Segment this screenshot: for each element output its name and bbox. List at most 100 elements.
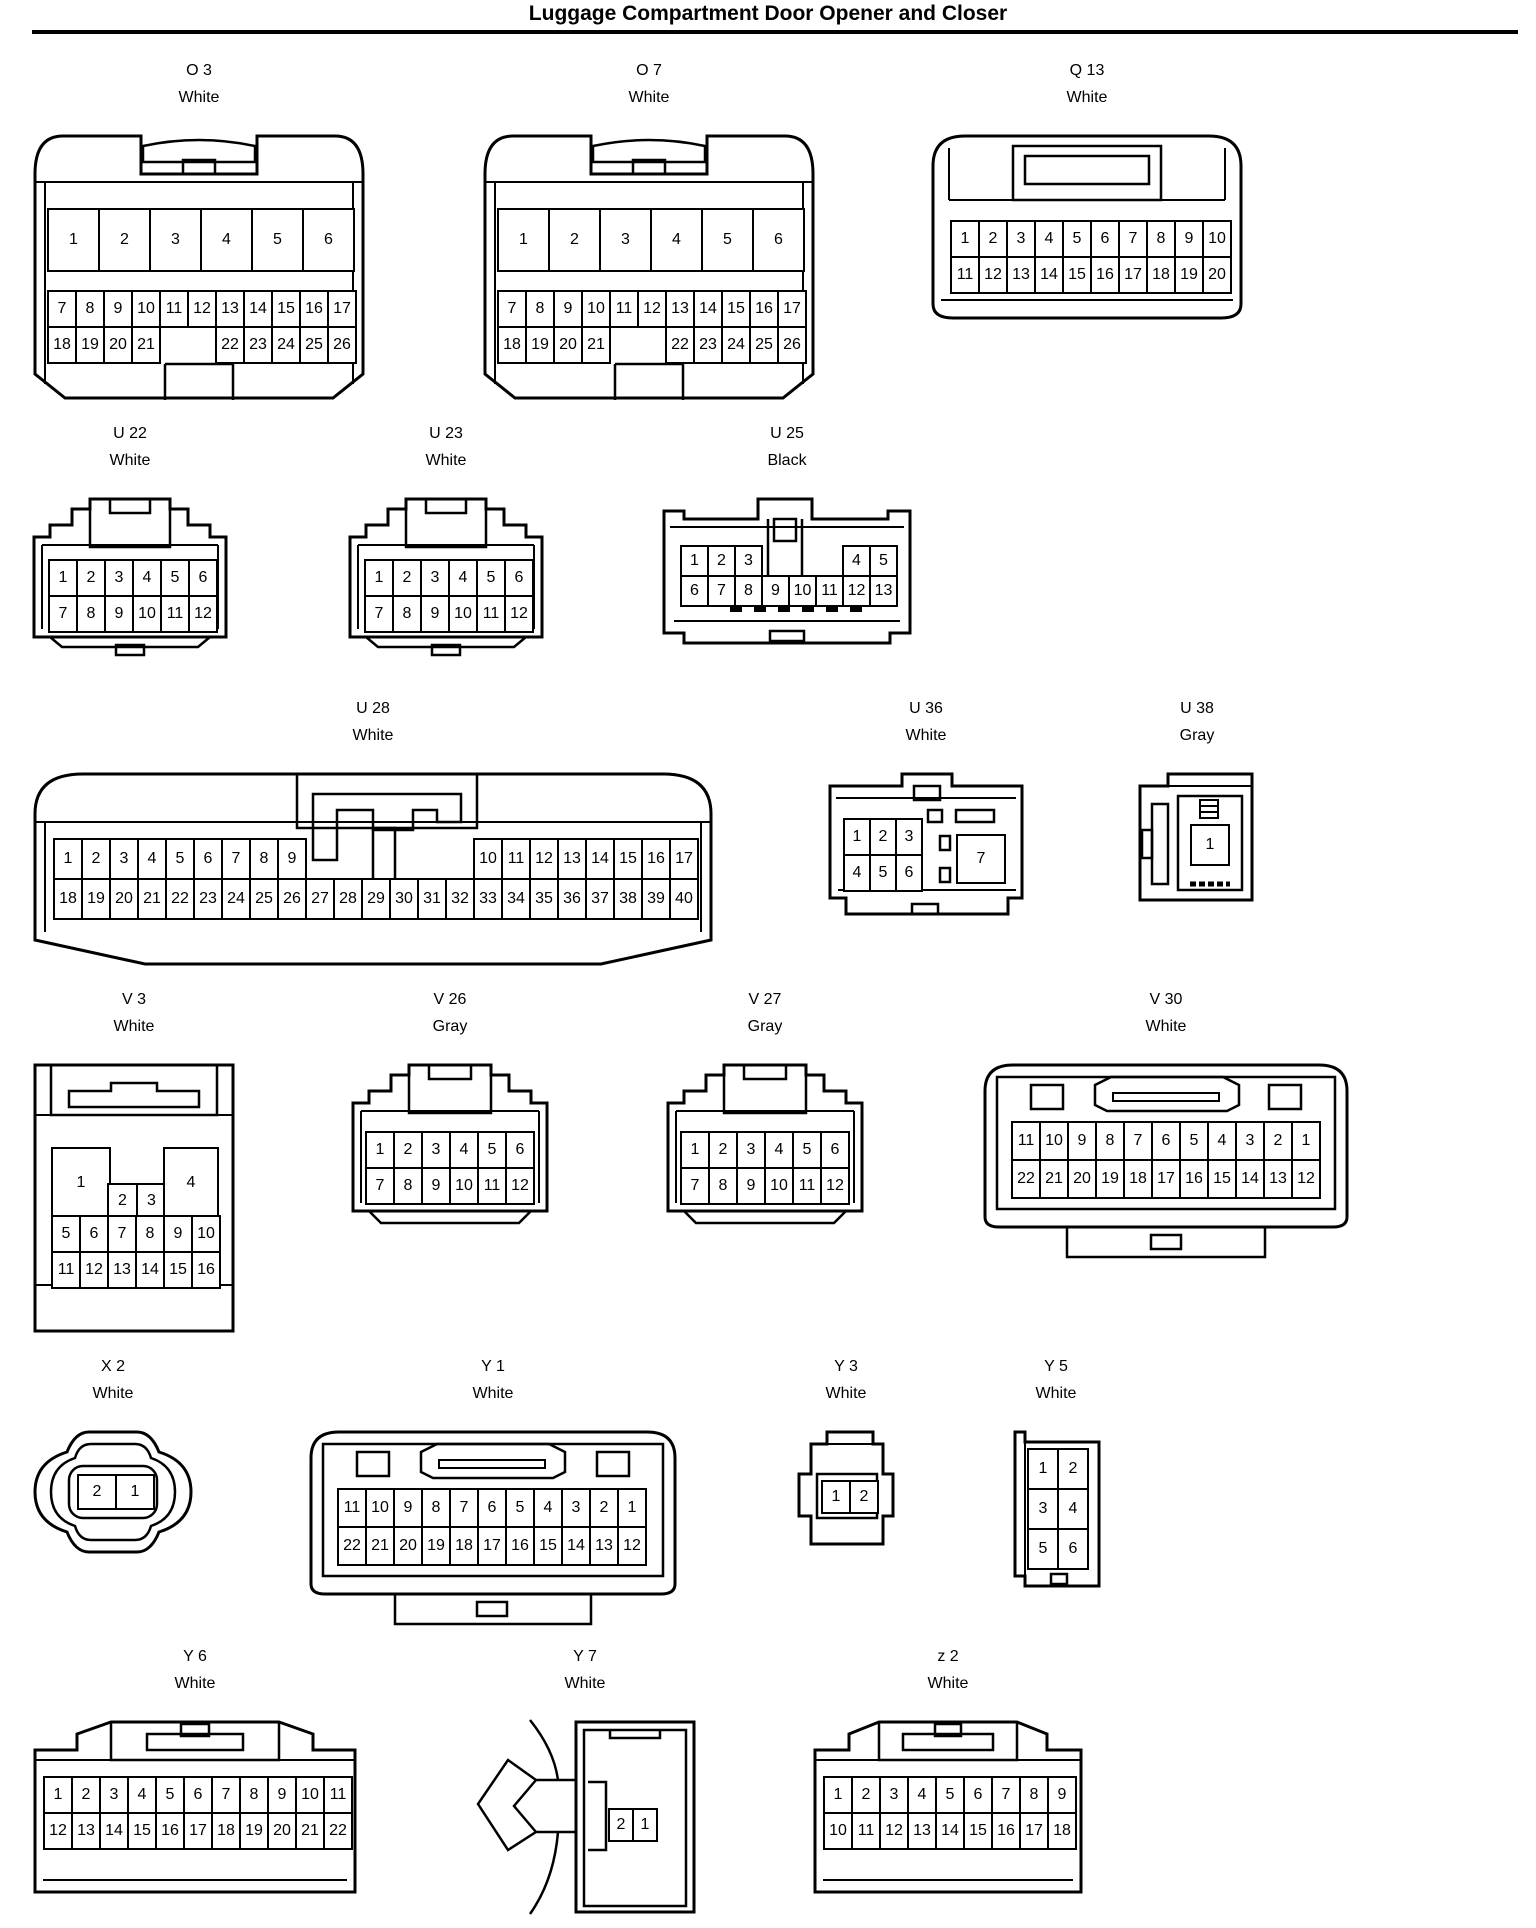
pin-cell: 5 xyxy=(477,1131,507,1169)
pin-cell: 40 xyxy=(669,878,699,920)
pin-cell: 4 xyxy=(533,1488,563,1528)
pin-cell: 12 xyxy=(505,1167,535,1205)
pin-cell: 12 xyxy=(842,575,871,607)
pin-cell: 15 xyxy=(127,1812,157,1850)
pin-cell: 11 xyxy=(851,1812,881,1850)
pin-cell: 16 xyxy=(191,1251,221,1289)
pin-cell: 18 xyxy=(1146,256,1176,294)
pin-cell: 1 xyxy=(680,1131,710,1169)
pin-cell: 10 xyxy=(473,838,503,880)
pin-cell: 2 xyxy=(708,1131,738,1169)
pin-cell: 5 xyxy=(251,208,304,272)
pin-gap xyxy=(361,838,391,880)
pin-cell: 15 xyxy=(533,1526,563,1566)
pin-cell: 15 xyxy=(721,290,751,328)
pin-cell: 4 xyxy=(448,559,478,597)
pin-cell: 8 xyxy=(76,595,106,633)
pin-cell: 11 xyxy=(1011,1121,1041,1161)
pin-cell: 21 xyxy=(137,878,167,920)
pin-cell: 10 xyxy=(823,1812,853,1850)
pin-cell: 12 xyxy=(879,1812,909,1850)
pin-cell: 14 xyxy=(585,838,615,880)
pin-cell: 9 xyxy=(553,290,583,328)
pin-cell: 14 xyxy=(561,1526,591,1566)
pin-cell: 6 xyxy=(1151,1121,1181,1161)
pin-cell: 15 xyxy=(163,1251,193,1289)
pin-cell: 5 xyxy=(476,559,506,597)
connector-color: Gray xyxy=(432,1018,468,1035)
pin-cell: 12 xyxy=(617,1526,647,1566)
pin-cell: 4 xyxy=(1207,1121,1237,1161)
pin-cell: 7 xyxy=(221,838,251,880)
pin-cell: 13 xyxy=(869,575,898,607)
pin-cell: 3 xyxy=(895,818,923,856)
pin-gap xyxy=(389,838,419,880)
pin-cell: 2 xyxy=(1057,1448,1089,1490)
pin-cell: 32 xyxy=(445,878,475,920)
pin-cell: 13 xyxy=(107,1251,137,1289)
connector-id: U 25 xyxy=(770,425,804,442)
pin-cell: 21 xyxy=(581,326,611,364)
connector-outline xyxy=(813,1720,1083,1894)
pin-cell: 3 xyxy=(420,559,450,597)
pin-cell: 5 xyxy=(792,1131,822,1169)
connector-color: White xyxy=(628,89,670,106)
pin-cell: 17 xyxy=(777,290,807,328)
pin-cell: 2 xyxy=(851,1776,881,1814)
pin-cell: 6 xyxy=(183,1776,213,1814)
connector-outline xyxy=(983,1063,1349,1259)
pin-cell: 11 xyxy=(160,595,190,633)
connector-outline xyxy=(483,134,815,400)
pin-cell: 18 xyxy=(53,878,83,920)
pin-gap xyxy=(609,326,639,364)
pin-cell: 18 xyxy=(497,326,527,364)
pin-cell: 23 xyxy=(693,326,723,364)
pin-cell: 15 xyxy=(1062,256,1092,294)
pin-cell: 16 xyxy=(991,1812,1021,1850)
pin-cell: 9 xyxy=(104,595,134,633)
pin-cell: 1 xyxy=(51,1147,111,1219)
pin-cell: 11 xyxy=(609,290,639,328)
pin-cell: 11 xyxy=(477,1167,507,1205)
connector-outline xyxy=(33,1430,193,1554)
pin-cell: 3 xyxy=(99,1776,129,1814)
connector-id: U 22 xyxy=(113,425,147,442)
pin-cell: 10 xyxy=(295,1776,325,1814)
pin-cell: 1 xyxy=(365,1131,395,1169)
pin-gap xyxy=(159,326,189,364)
pin-cell: 13 xyxy=(665,290,695,328)
pin-cell: 19 xyxy=(1174,256,1204,294)
pin-cell: 17 xyxy=(183,1812,213,1850)
pin-cell: 30 xyxy=(389,878,419,920)
pin-cell: 5 xyxy=(505,1488,535,1528)
pin-cell: 1 xyxy=(1190,824,1230,866)
pin-cell: 2 xyxy=(1263,1121,1293,1161)
pin-cell: 3 xyxy=(1006,220,1036,258)
pin-cell: 4 xyxy=(200,208,253,272)
pin-cell: 18 xyxy=(211,1812,241,1850)
pin-cell: 13 xyxy=(907,1812,937,1850)
pin-cell: 12 xyxy=(637,290,667,328)
connector-id: Y 3 xyxy=(834,1358,858,1375)
pin-cell: 4 xyxy=(137,838,167,880)
pin-cell: 21 xyxy=(295,1812,325,1850)
pin-cell: 4 xyxy=(127,1776,157,1814)
pin-cell: 14 xyxy=(1235,1159,1265,1199)
pin-cell: 2 xyxy=(76,559,106,597)
pin-cell: 8 xyxy=(1019,1776,1049,1814)
pin-cell: 2 xyxy=(77,1474,117,1510)
